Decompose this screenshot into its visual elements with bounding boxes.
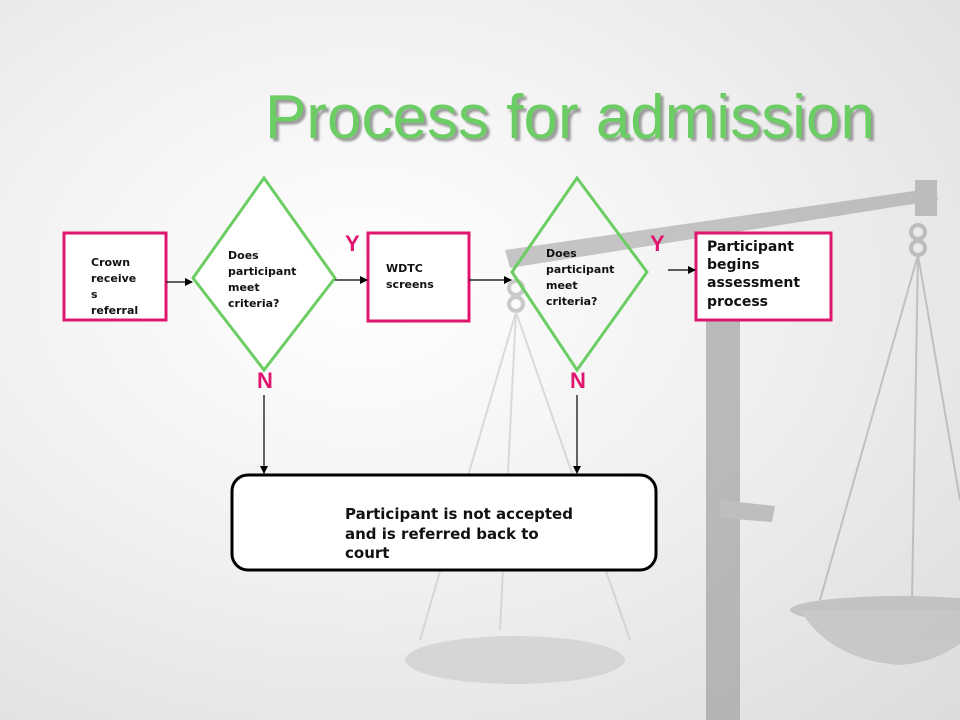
rejection-box	[230, 473, 658, 572]
crown-referral-label: Crown receive s referral	[91, 256, 139, 317]
wdtc-screens-box	[366, 231, 471, 323]
decision1-label: Does participant meet criteria?	[228, 249, 297, 310]
rejection-label: Participant is not accepted and is refer…	[345, 505, 573, 562]
decision-diamond-2	[510, 175, 649, 373]
crown-referral-box	[62, 231, 168, 322]
wdtc-screens-label: WDTC screens	[386, 262, 434, 291]
no-label-1: N	[257, 368, 273, 393]
no-label-2: N	[570, 368, 586, 393]
assessment-box	[694, 231, 833, 322]
decision-diamond-1	[191, 175, 337, 373]
yes-label-1: Y	[345, 231, 360, 256]
assessment-label: Participant begins assessment process	[707, 239, 801, 310]
page-title: Process for admission	[265, 83, 875, 152]
yes-label-2: Y	[650, 231, 665, 256]
decision2-label: Does participant meet criteria?	[546, 247, 615, 308]
